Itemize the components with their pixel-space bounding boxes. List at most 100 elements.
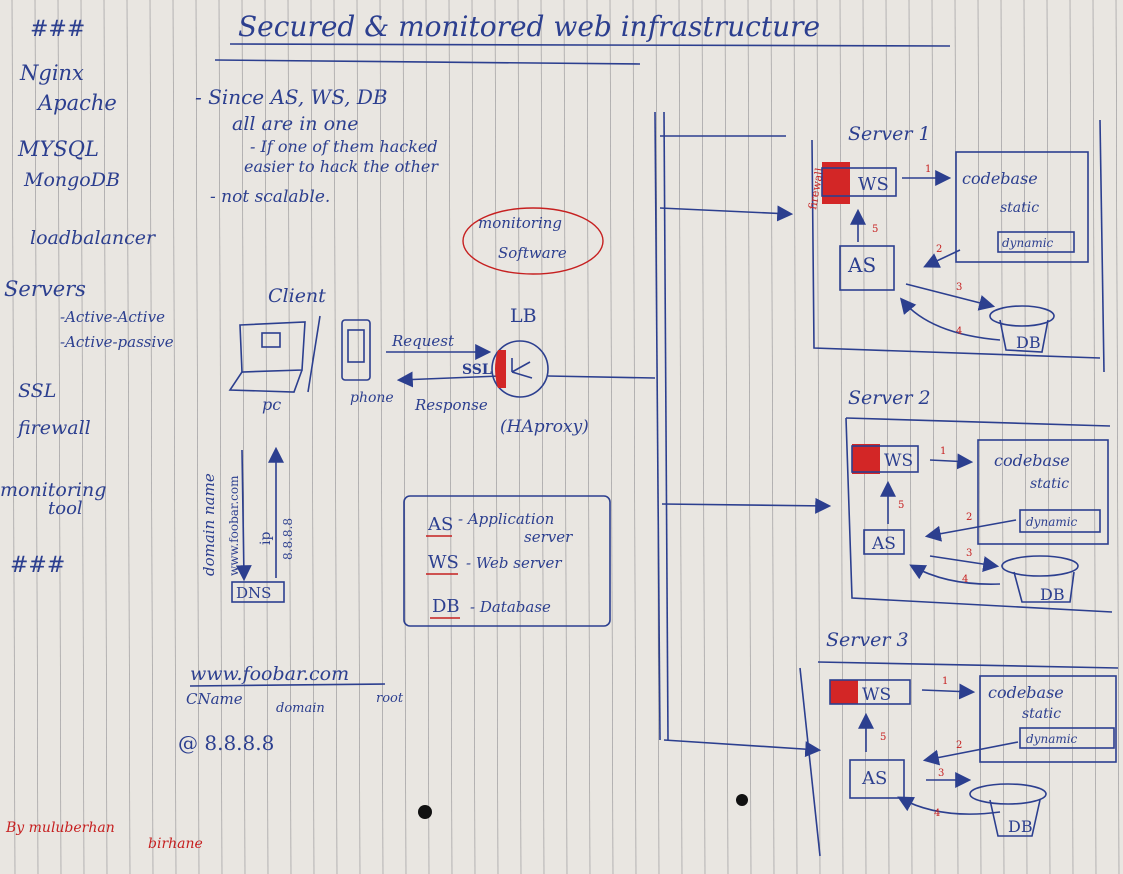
dns-right-sub: 8.8.8.8 bbox=[281, 518, 295, 560]
db-label: DB bbox=[1040, 585, 1065, 604]
dns-left-sub: www.foobar.com bbox=[227, 475, 241, 576]
legend-as-val: - Application bbox=[458, 510, 554, 528]
binder-hole bbox=[736, 794, 748, 806]
as-label: AS bbox=[871, 534, 896, 554]
sidebar-item-mongodb: MongoDB bbox=[23, 169, 120, 191]
server-3: Server 3 WS 1 codebase static dynamic 5 … bbox=[799, 629, 1119, 857]
sidebar-item-apache: Apache bbox=[36, 91, 117, 115]
load-balancer: LB (HAproxy) bbox=[491, 305, 656, 437]
monitoring-line-2: Software bbox=[498, 244, 567, 262]
n5: 5 bbox=[898, 500, 904, 511]
request-label: Request bbox=[391, 332, 455, 350]
domain-ip: @ 8.8.8.8 bbox=[178, 731, 274, 755]
phone-label: phone bbox=[350, 390, 394, 406]
sidebar-item-ssl: SSL bbox=[18, 380, 56, 402]
sidebar-item-nginx: Nginx bbox=[19, 61, 84, 85]
sidebar-item-monitoring: monitoring bbox=[0, 479, 106, 501]
note-line-3: - If one of them hacked bbox=[250, 137, 438, 156]
response-label: Response bbox=[414, 396, 488, 414]
n3: 3 bbox=[966, 548, 972, 559]
monitoring-software: monitoring Software bbox=[462, 207, 604, 275]
dns-right-label: ip bbox=[258, 532, 274, 545]
ws-label: WS bbox=[862, 685, 891, 705]
phone-icon bbox=[341, 319, 371, 381]
notes: - Since AS, WS, DB all are in one - If o… bbox=[195, 85, 439, 207]
signature: By muluberhan birhane bbox=[5, 820, 203, 852]
sidebar-item-tool: tool bbox=[48, 498, 83, 519]
legend: AS - Application server WS - Web server … bbox=[403, 495, 611, 627]
db-label: DB bbox=[1008, 817, 1033, 836]
signature-line-2: birhane bbox=[148, 836, 203, 852]
n3: 3 bbox=[956, 282, 962, 293]
db-label: DB bbox=[1016, 333, 1041, 352]
sidebar-item-servers: Servers bbox=[4, 277, 86, 301]
server-1: Server 1 firewall WS 1 codebase static d… bbox=[806, 119, 1105, 373]
sidebar-marker-top: ### bbox=[30, 17, 85, 42]
sidebar-item-active-active: -Active-Active bbox=[60, 308, 165, 326]
codebase-label: codebase bbox=[994, 451, 1070, 470]
dns-box-label: DNS bbox=[236, 584, 271, 602]
n2: 2 bbox=[936, 244, 942, 255]
static-label: static bbox=[1030, 476, 1069, 492]
ssl-label: SSL bbox=[462, 362, 492, 378]
domain-sub-root: root bbox=[376, 691, 404, 706]
n5: 5 bbox=[880, 732, 886, 743]
sidebar: ### Nginx Apache MYSQL MongoDB loadbalan… bbox=[0, 17, 174, 578]
dynamic-label: dynamic bbox=[1002, 236, 1054, 250]
ws-label: WS bbox=[858, 174, 889, 195]
sidebar-item-firewall: firewall bbox=[16, 417, 91, 439]
legend-ws-val: - Web server bbox=[466, 554, 562, 572]
legend-db-val: - Database bbox=[470, 598, 551, 616]
dynamic-label: dynamic bbox=[1026, 732, 1078, 746]
server-title: Server 2 bbox=[848, 387, 931, 409]
pc-label: pc bbox=[262, 395, 281, 414]
n1: 1 bbox=[942, 676, 948, 687]
lb-sublabel: (HAproxy) bbox=[500, 417, 589, 437]
note-line-2: all are in one bbox=[232, 113, 359, 135]
codebase-label: codebase bbox=[962, 169, 1038, 188]
n3: 3 bbox=[938, 768, 944, 779]
lb-distribution bbox=[654, 111, 832, 758]
static-label: static bbox=[1000, 200, 1039, 216]
server-title: Server 3 bbox=[826, 629, 909, 651]
ws-label: WS bbox=[884, 451, 913, 471]
note-line-1: - Since AS, WS, DB bbox=[195, 85, 388, 109]
client-label: Client bbox=[268, 285, 326, 307]
client: Client pc phone Request Response SSL bbox=[228, 285, 501, 414]
note-line-4: easier to hack the other bbox=[244, 157, 439, 176]
dynamic-label: dynamic bbox=[1026, 515, 1078, 529]
n4: 4 bbox=[956, 326, 962, 337]
static-label: static bbox=[1022, 706, 1061, 722]
as-label: AS bbox=[861, 768, 887, 789]
n1: 1 bbox=[940, 446, 946, 457]
page-title: Secured & monitored web infrastructure bbox=[238, 10, 820, 43]
note-line-5: - not scalable. bbox=[210, 187, 330, 207]
n4: 4 bbox=[962, 574, 968, 585]
legend-as-val2: server bbox=[524, 528, 573, 546]
binder-hole bbox=[418, 805, 432, 819]
domain-sub-cname: CName bbox=[186, 690, 243, 708]
server-title: Server 1 bbox=[848, 123, 931, 145]
sidebar-item-mysql: MYSQL bbox=[17, 137, 99, 161]
n1: 1 bbox=[925, 164, 931, 175]
as-label: AS bbox=[847, 253, 876, 277]
codebase-label: codebase bbox=[988, 683, 1064, 702]
monitoring-line-1: monitoring bbox=[478, 214, 562, 232]
domain-breakdown: www.foobar.com CName domain root @ 8.8.8… bbox=[178, 663, 404, 755]
legend-db-key: DB bbox=[432, 596, 460, 617]
laptop-icon bbox=[228, 315, 321, 393]
dns-left-label: domain name bbox=[200, 473, 218, 576]
n4: 4 bbox=[934, 808, 940, 819]
lb-label: LB bbox=[510, 305, 537, 327]
legend-ws-key: WS bbox=[428, 552, 459, 573]
signature-line-1: By muluberhan bbox=[5, 820, 115, 836]
dns: DNS domain name www.foobar.com ip 8.8.8.… bbox=[200, 446, 295, 603]
n2: 2 bbox=[956, 740, 962, 751]
sidebar-item-active-passive: -Active-passive bbox=[60, 333, 174, 351]
domain-url: www.foobar.com bbox=[190, 663, 349, 685]
legend-as-key: AS bbox=[427, 514, 453, 535]
server-2: Server 2 WS 1 codebase static dynamic 5 … bbox=[845, 387, 1113, 613]
domain-sub-domain: domain bbox=[276, 701, 325, 716]
sidebar-marker-bottom: ### bbox=[10, 553, 65, 578]
